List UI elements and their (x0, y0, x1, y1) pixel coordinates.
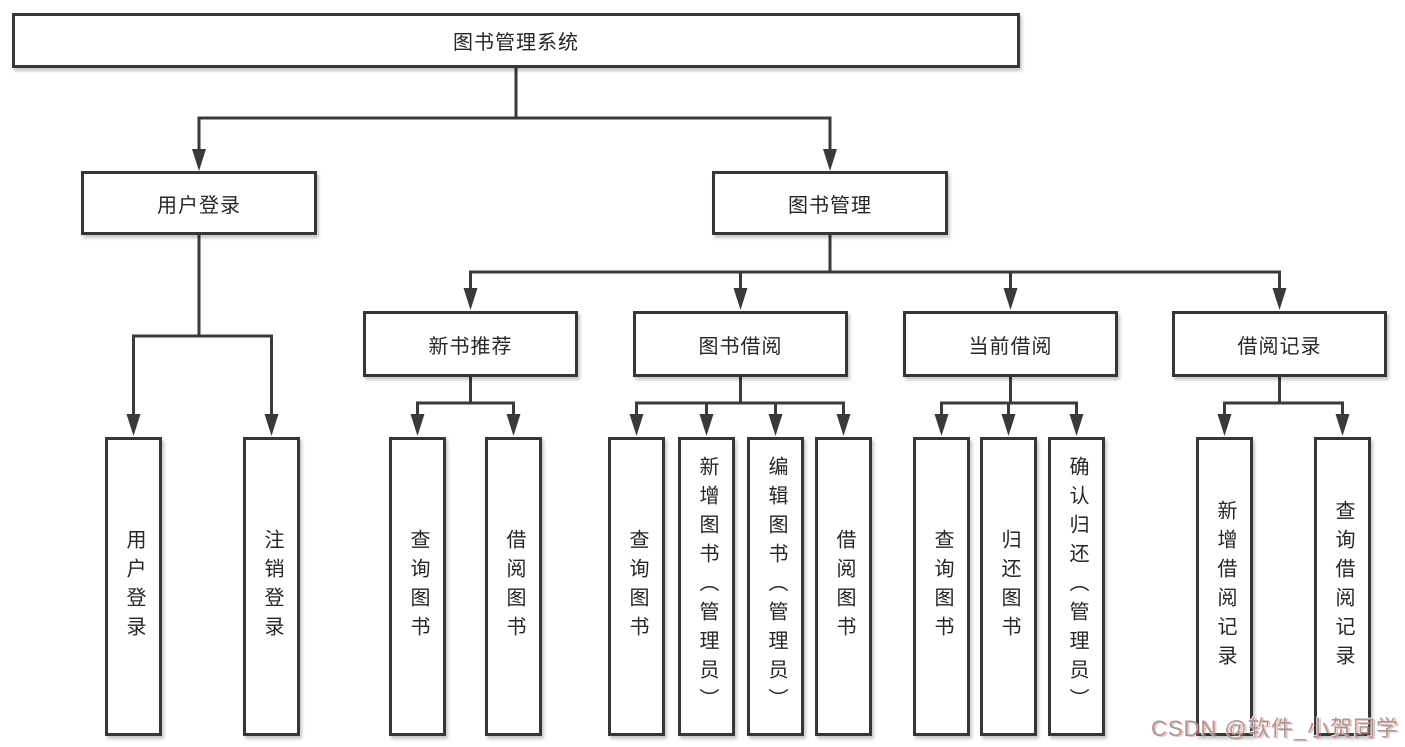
node-label: 编辑图书（管理员） (765, 456, 787, 717)
node-label: 新增借阅记录 (1214, 499, 1236, 674)
leaf-confirm-return-admin: 确认归还（管理员） (1048, 437, 1105, 736)
node-label: 查询借阅记录 (1332, 499, 1354, 674)
node-library-system: 图书管理系统 (12, 13, 1020, 68)
node-label: 确认归还（管理员） (1066, 456, 1088, 717)
node-label: 图书管理系统 (453, 32, 579, 54)
node-new-book-recommend: 新书推荐 (363, 311, 578, 377)
node-label: 注销登录 (261, 528, 283, 645)
leaf-logout: 注销登录 (243, 437, 300, 736)
leaf-add-books-admin: 新增图书（管理员） (678, 437, 735, 736)
leaf-edit-books-admin: 编辑图书（管理员） (747, 437, 804, 736)
csdn-watermark: CSDN @软件_小贺同学 (1150, 716, 1399, 741)
leaf-query-books-1: 查询图书 (389, 437, 446, 736)
node-borrowing-records: 借阅记录 (1172, 311, 1387, 377)
node-label: 用户登录 (157, 194, 241, 217)
node-label: 借阅记录 (1237, 335, 1322, 358)
node-label: 图书借阅 (698, 335, 783, 358)
node-label: 归还图书 (998, 528, 1020, 645)
node-label: 借阅图书 (503, 528, 525, 645)
node-label: 查询图书 (407, 528, 429, 645)
node-label: 新增图书（管理员） (696, 456, 718, 717)
node-label: 借阅图书 (833, 528, 855, 645)
node-label: 图书管理 (788, 194, 872, 217)
node-book-management: 图书管理 (712, 171, 948, 235)
leaf-borrow-books-1: 借阅图书 (485, 437, 542, 736)
leaf-return-books: 归还图书 (980, 437, 1037, 736)
node-book-borrowing: 图书借阅 (633, 311, 848, 377)
node-label: 新书推荐 (428, 335, 513, 358)
node-current-borrowing: 当前借阅 (903, 311, 1118, 377)
node-label: 用户登录 (123, 528, 145, 645)
node-user-login: 用户登录 (81, 171, 317, 235)
node-label: 当前借阅 (968, 335, 1053, 358)
node-label: 查询图书 (626, 528, 648, 645)
leaf-query-borrow-record: 查询借阅记录 (1314, 437, 1371, 736)
leaf-user-login: 用户登录 (105, 437, 162, 736)
leaf-query-books-2: 查询图书 (608, 437, 665, 736)
leaf-borrow-books-2: 借阅图书 (815, 437, 872, 736)
leaf-add-borrow-record: 新增借阅记录 (1196, 437, 1253, 736)
node-label: 查询图书 (931, 528, 953, 645)
leaf-query-books-3: 查询图书 (913, 437, 970, 736)
